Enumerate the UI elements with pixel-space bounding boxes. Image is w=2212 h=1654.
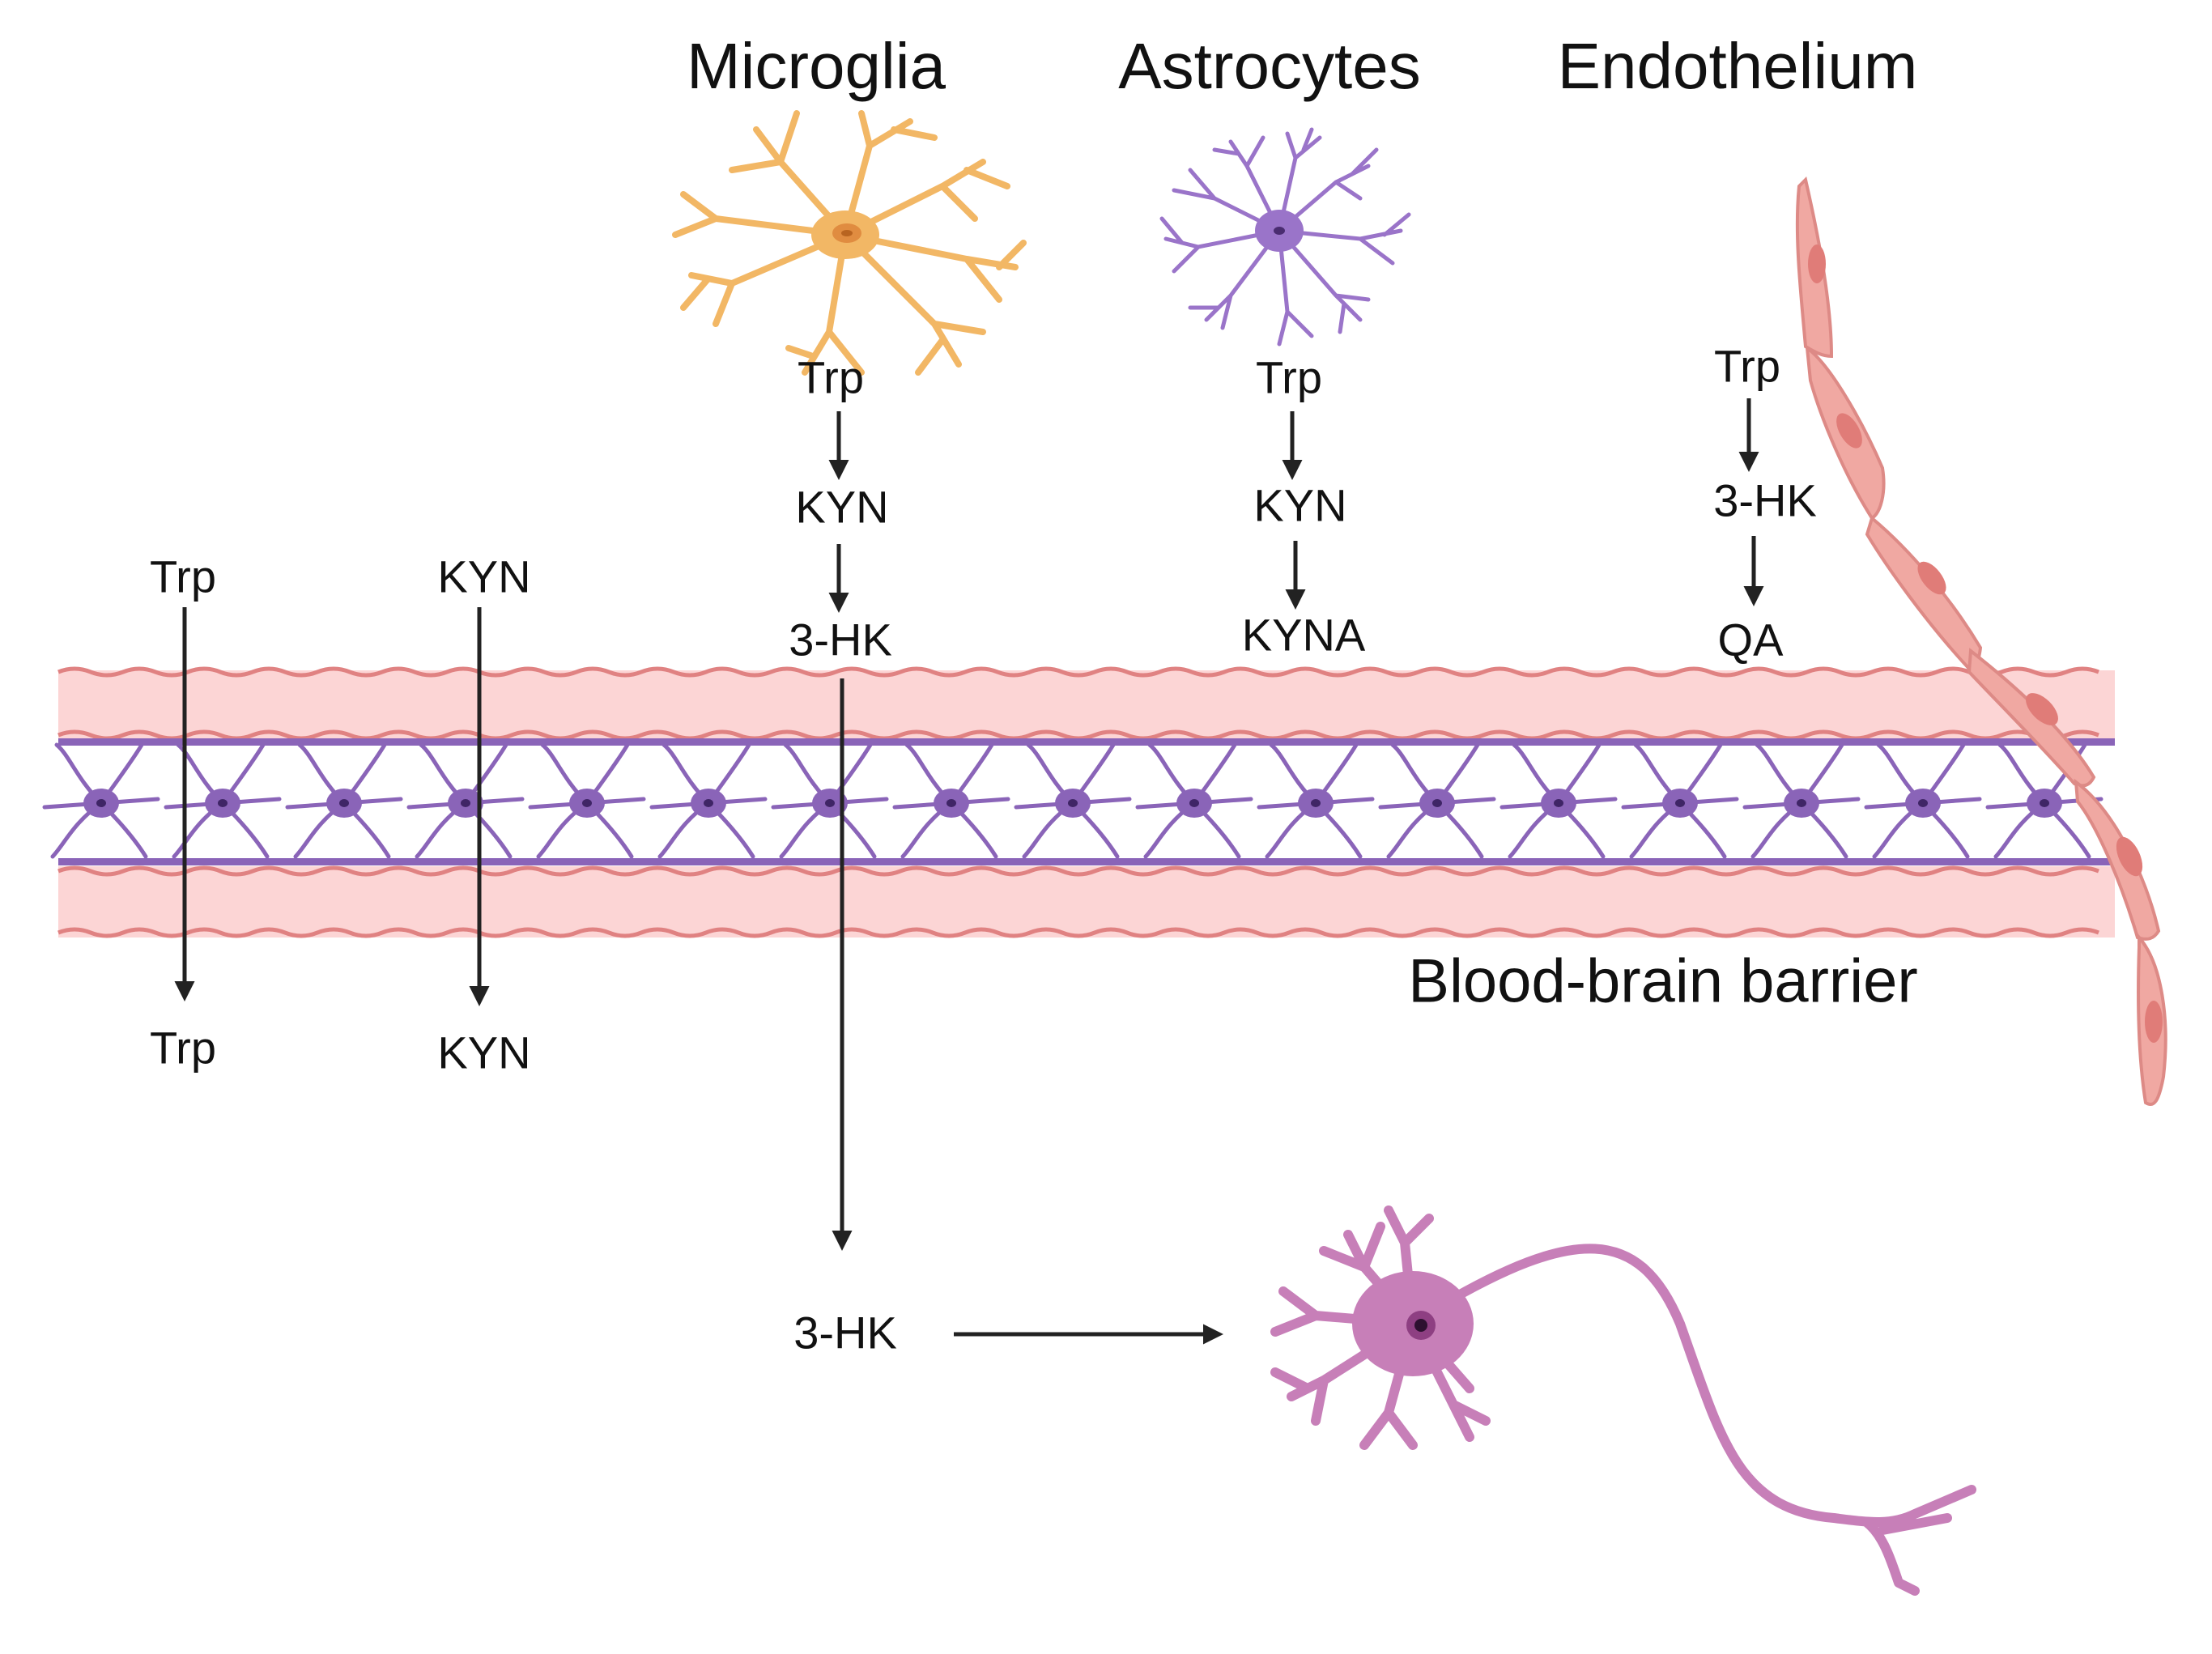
endothelial-nucleus (2116, 836, 2143, 877)
neuron-cell (1270, 1205, 1976, 1596)
microglia-step-trp: Trp (798, 351, 864, 403)
barrier-astrocyte (1864, 742, 1982, 859)
blood-brain-barrier (42, 666, 2115, 938)
barrier-astrocyte-nucleus (1432, 799, 1442, 807)
vessel-edge-wavy (57, 927, 2099, 938)
barrier-astrocyte-nucleus (1311, 799, 1321, 807)
barrier-astrocyte-row (42, 742, 2104, 859)
barrier-astrocyte (1985, 742, 2104, 859)
barrier-astrocyte (42, 742, 160, 859)
barrier-astrocyte (1499, 742, 1618, 859)
barrier-astrocyte-nucleus (1675, 799, 1685, 807)
barrier-astrocyte (1135, 742, 1253, 859)
barrier-astrocyte-nucleus (582, 799, 592, 807)
endothelial-cell (2074, 778, 2161, 941)
barrier-astrocyte (1378, 742, 1496, 859)
vessel-wall-bottom (58, 866, 2115, 938)
barrier-astrocyte-nucleus (1918, 799, 1928, 807)
barrier-membrane-bottom (58, 858, 2115, 865)
neuron-axon (1432, 1244, 1976, 1596)
barrier-astrocyte-nucleus (1797, 799, 1806, 807)
barrier-astrocyte-nucleus (1554, 799, 1563, 807)
neuron-target-3hk: 3-HK (793, 1307, 897, 1358)
transport-kyn-bottom: KYN (437, 1027, 531, 1078)
barrier-astrocyte-nucleus (218, 799, 228, 807)
transport-trp-top: Trp (150, 551, 216, 602)
endothelial-nucleus (1917, 561, 1946, 595)
astrocyte-step-kyn: KYN (1253, 479, 1347, 531)
endothelial-nucleus (1836, 413, 1862, 449)
endothelium-step-trp: Trp (1714, 340, 1780, 392)
header-microglia: Microglia (686, 30, 946, 102)
barrier-astrocyte-nucleus (96, 799, 106, 807)
endothelial-cell-chain (1795, 176, 2167, 1107)
endothelial-cell (1865, 515, 1983, 671)
barrier-membrane-top (58, 738, 2115, 746)
endothelial-nucleus (1808, 244, 1826, 283)
pathway-arrows (174, 398, 1764, 1345)
endothelial-cell (1967, 648, 2096, 788)
barrier-astrocyte-nucleus (946, 799, 956, 807)
barrier-astrocyte (1014, 742, 1132, 859)
endothelial-nucleus (2026, 693, 2058, 725)
barrier-astrocyte (1257, 742, 1375, 859)
barrier-astrocyte-nucleus (1189, 799, 1199, 807)
endothelium-step-3hk: 3-HK (1713, 474, 1817, 526)
barrier-astrocyte-nucleus (704, 799, 713, 807)
barrier-astrocyte (649, 742, 768, 859)
header-endothelium: Endothelium (1557, 30, 1918, 102)
vessel-wall-top (58, 670, 2115, 740)
microglia-step-kyn: KYN (795, 481, 889, 533)
vessel-edge-wavy (57, 865, 2099, 877)
vessel-edge-wavy (57, 666, 2099, 678)
barrier-astrocyte (285, 742, 403, 859)
barrier-astrocyte-nucleus (825, 799, 835, 807)
barrier-astrocyte (1742, 742, 1861, 859)
barrier-astrocyte-nucleus (2040, 799, 2049, 807)
endothelium-step-qa: QA (1717, 614, 1784, 665)
barrier-astrocyte (406, 742, 525, 859)
barrier-astrocyte (164, 742, 282, 859)
header-astrocytes: Astrocytes (1118, 30, 1421, 102)
barrier-astrocyte-nucleus (1068, 799, 1078, 807)
barrier-astrocyte (771, 742, 889, 859)
microglia-cell (672, 110, 1027, 376)
blood-brain-barrier-label: Blood-brain barrier (1408, 946, 1918, 1016)
transport-trp-bottom: Trp (150, 1022, 216, 1074)
astrocyte-step-kyna: KYNA (1241, 609, 1366, 661)
endothelial-nucleus (2145, 1001, 2163, 1043)
astrocyte-cell (1159, 127, 1411, 347)
microglia-step-3hk: 3-HK (789, 614, 892, 665)
astrocyte-step-trp: Trp (1256, 351, 1322, 403)
barrier-astrocyte (892, 742, 1010, 859)
barrier-astrocyte-nucleus (461, 799, 470, 807)
barrier-astrocyte-nucleus (339, 799, 349, 807)
transport-kyn-top: KYN (437, 551, 531, 602)
barrier-astrocyte (1621, 742, 1739, 859)
barrier-astrocyte (528, 742, 646, 859)
